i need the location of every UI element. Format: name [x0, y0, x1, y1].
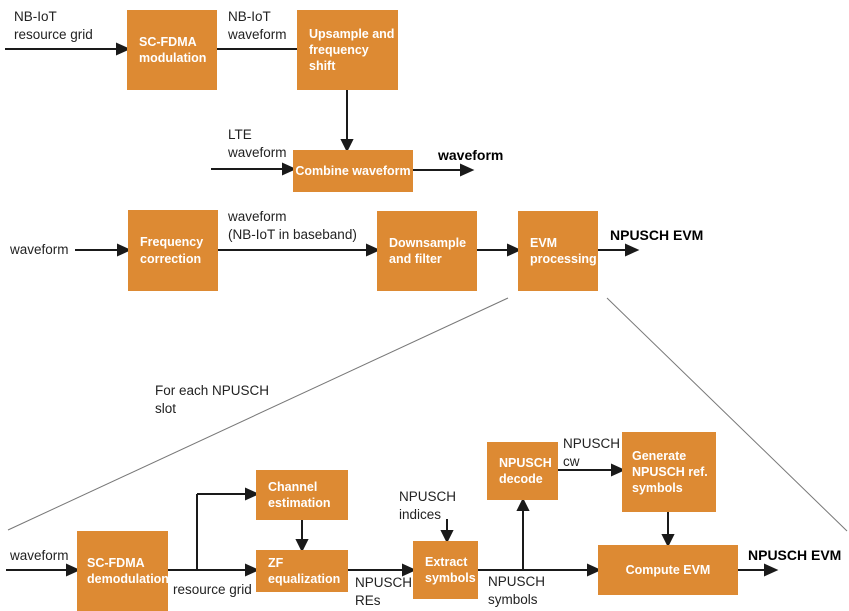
label-npusch-evm-bottom: NPUSCH EVM	[748, 547, 842, 563]
block-label: Combine waveform	[295, 163, 411, 178]
block-upsample-frequency-shift: Upsample and frequency shift	[297, 10, 398, 90]
label-npusch-indices: NPUSCH indices	[399, 489, 457, 522]
label-waveform-output: waveform	[438, 147, 504, 163]
block-extract-symbols: Extract symbols	[413, 541, 478, 599]
expansion-line-right	[606, 297, 848, 532]
block-label: Generate NPUSCH ref. symbols	[632, 448, 708, 496]
label-nbiot-waveform: NB-IoT waveform	[228, 9, 287, 42]
block-evm-processing: EVM processing	[518, 211, 598, 291]
label-npusch-evm-top: NPUSCH EVM	[610, 227, 704, 243]
label-npusch-symbols: NPUSCH symbols	[488, 574, 546, 607]
block-label: SC-FDMA modulation	[139, 34, 207, 65]
label-nbiot-resource-grid: NB-IoT resource grid	[14, 9, 93, 42]
label-lte-waveform: LTE waveform	[228, 127, 287, 160]
block-compute-evm: Compute EVM	[598, 545, 738, 595]
block-label: NPUSCH decode	[499, 455, 552, 486]
block-label: Upsample and frequency shift	[309, 26, 395, 74]
block-label: Downsample and filter	[389, 235, 467, 266]
block-label: ZF equalization	[268, 555, 341, 586]
label-resource-grid: resource grid	[173, 582, 252, 597]
block-generate-npusch-ref-symbols: Generate NPUSCH ref. symbols	[622, 432, 716, 512]
block-label: SC-FDMA demodulation	[87, 555, 169, 586]
label-npusch-res: NPUSCH REs	[355, 575, 413, 608]
label-waveform-bottom: waveform	[10, 548, 69, 563]
block-label: Channel estimation	[268, 479, 331, 510]
label-npusch-cw: NPUSCH cw	[563, 436, 621, 469]
block-label: Extract symbols	[425, 554, 476, 585]
block-sc-fdma-demodulation: SC-FDMA demodulation	[77, 531, 169, 611]
block-combine-waveform: Combine waveform	[293, 150, 413, 192]
block-frequency-correction: Frequency correction	[128, 210, 218, 291]
label-waveform-baseband: waveform (NB-IoT in baseband)	[228, 209, 357, 242]
block-npusch-decode: NPUSCH decode	[487, 442, 558, 500]
expansion-line-left	[7, 297, 509, 531]
block-label: Frequency correction	[140, 235, 204, 266]
block-zf-equalization: ZF equalization	[256, 550, 348, 592]
block-label: Compute EVM	[625, 562, 711, 577]
block-channel-estimation: Channel estimation	[256, 470, 348, 520]
block-sc-fdma-modulation: SC-FDMA modulation	[127, 10, 217, 90]
label-waveform-input: waveform	[10, 242, 69, 257]
label-for-each-npusch-slot: For each NPUSCH slot	[155, 383, 270, 416]
block-downsample-filter: Downsample and filter	[377, 211, 477, 291]
block-label: EVM processing	[530, 235, 597, 266]
